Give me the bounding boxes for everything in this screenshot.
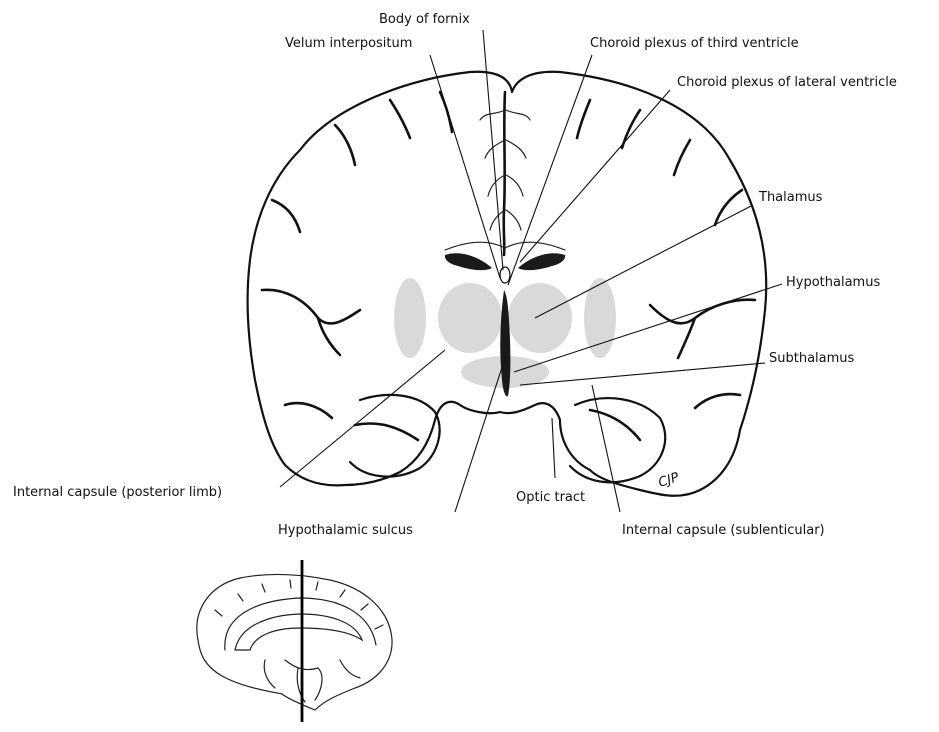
label-internal-capsule-posterior: Internal capsule (posterior limb) [13,485,222,500]
sulcus-superior-right-1 [577,100,590,138]
label-velum-interpositum: Velum interpositum [285,36,412,51]
inset-brainstem [285,660,322,702]
longitudinal-fissure [504,92,505,255]
inset-hemisphere-outline [197,574,392,710]
leader-choroid-lateral [520,90,670,262]
temporal-lobe-right [570,398,665,482]
sulcus-right-upper [715,190,742,225]
labels: Body of fornix Velum interpositum Choroi… [13,12,897,538]
inset-cingulate-gyrus [225,598,376,650]
inset-gyri-lower [264,660,360,688]
fornix-body-shape [500,267,510,283]
sulcus-right-lower [695,394,740,408]
leader-lines [280,30,782,512]
leader-subthalamus [520,363,765,385]
sulcus-superior-right-3 [674,140,690,175]
sulcus-right-mid [650,300,755,358]
inset-medial-hemisphere [197,560,392,722]
thalamus-left-shade [438,283,502,353]
label-choroid-plexus-lateral: Choroid plexus of lateral ventricle [677,75,897,90]
artist-initials: CJP [657,470,682,491]
label-thalamus: Thalamus [758,190,823,205]
leader-thalamus [535,205,753,318]
label-choroid-plexus-third: Choroid plexus of third ventricle [590,36,799,51]
sulcus-left-lower [285,403,332,418]
label-internal-capsule-sublenticular: Internal capsule (sublenticular) [622,523,825,538]
sulcus-left-upper [272,200,300,232]
temporal-sulcus-left [355,423,418,440]
leader-velum-interpositum [430,55,500,278]
leader-internal-capsule-sublenticular [592,385,620,512]
inset-corpus-callosum [235,614,362,650]
label-optic-tract: Optic tract [516,490,585,505]
sulcus-superior-left-1 [335,125,355,165]
temporal-lobe-left [350,395,440,477]
leader-choroid-third [508,55,592,285]
coronal-section-illustration: CJP [248,72,767,496]
thalamus-right-shade [508,283,572,353]
label-hypothalamus: Hypothalamus [786,275,880,290]
inset-gyri-top [215,580,383,629]
fissure-gyri-left [480,110,505,230]
brain-outline [248,72,767,496]
label-subthalamus: Subthalamus [769,351,855,366]
lateral-ventricle-left [445,253,492,270]
fissure-gyri-right [506,110,530,230]
sulcus-superior-left-2 [390,100,410,138]
temporal-sulcus-right [590,410,640,440]
sulcus-left-mid [262,290,360,355]
label-body-of-fornix: Body of fornix [379,12,470,27]
sulcus-superior-left-3 [440,92,452,132]
putamen-left-shade [394,278,426,358]
leader-optic-tract [552,418,555,478]
label-hypothalamic-sulcus: Hypothalamic sulcus [278,523,413,538]
